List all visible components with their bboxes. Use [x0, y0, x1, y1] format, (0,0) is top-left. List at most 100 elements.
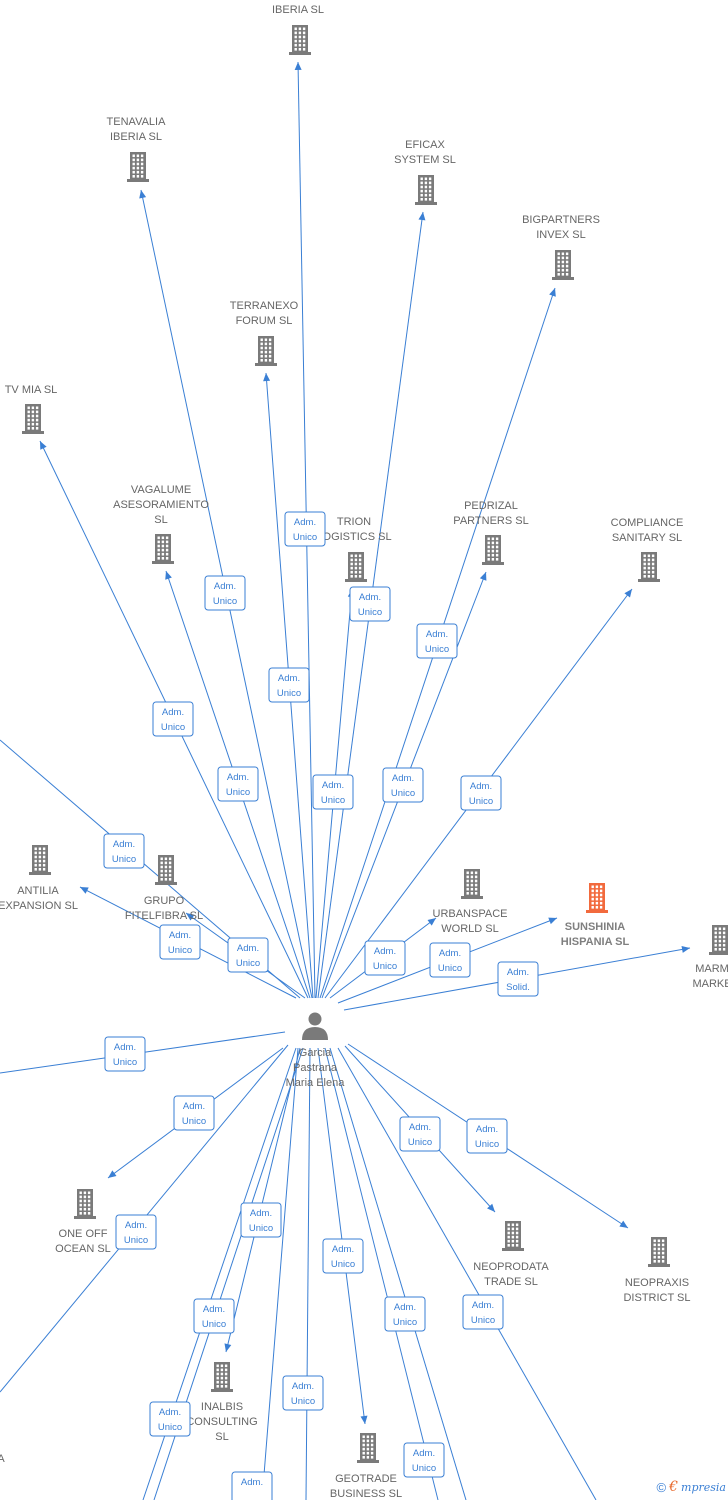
company-name[interactable]: OCEAN SL [55, 1243, 111, 1255]
role-badge[interactable]: Adm.Unico [217, 766, 259, 802]
role-badge[interactable]: Adm.Unico [268, 667, 310, 703]
company-node-pedrizal[interactable]: PEDRIZAL PARTNERS SL [453, 500, 529, 565]
company-name[interactable]: IBERIA SL [110, 131, 162, 143]
company-name[interactable]: BUSINESS SL [330, 1488, 402, 1500]
company-name[interactable]: ANTILIA [17, 885, 59, 897]
role-badge[interactable]: Adm.Unico [364, 940, 406, 976]
role-badge[interactable]: Adm.Unico [403, 1442, 445, 1478]
company-node-edge_a[interactable]: A [0, 1453, 5, 1465]
company-node-antilia[interactable]: ANTILIA EXPANSION SL [0, 845, 78, 912]
company-node-neoprodata[interactable]: NEOPRODATA TRADE SL [473, 1221, 549, 1288]
arrow-head-icon [108, 1170, 117, 1178]
role-badge[interactable]: Adm.Unico [312, 774, 354, 810]
company-name[interactable]: TERRANEXO [230, 300, 299, 312]
company-name[interactable]: SYSTEM SL [394, 154, 456, 166]
company-name[interactable]: TRION [337, 516, 371, 528]
company-node-eficax[interactable]: EFICAX SYSTEM SL [394, 139, 456, 205]
role-badge[interactable]: Adm.Unico [149, 1401, 191, 1437]
company-name[interactable]: MARM [695, 963, 728, 975]
role-badge[interactable]: Adm.Unico [466, 1118, 508, 1154]
company-node-tenavalia[interactable]: TENAVALIA IBERIA SL [107, 116, 167, 182]
company-name[interactable]: MARKE [692, 978, 728, 990]
company-name[interactable]: FITELFIBRA SL [125, 910, 203, 922]
person-name[interactable]: Pastrana [293, 1062, 338, 1074]
company-name[interactable]: INALBIS [201, 1401, 243, 1413]
company-name[interactable]: SUNSHINIA [565, 921, 626, 933]
role-badge[interactable]: Adm.Unico [322, 1238, 364, 1274]
company-name[interactable]: IBERIA SL [272, 4, 324, 16]
company-name[interactable]: FORUM SL [236, 315, 293, 327]
role-badge[interactable]: Adm.Unico [104, 1036, 146, 1072]
company-name[interactable]: TRADE SL [484, 1276, 538, 1288]
role-badge[interactable]: Adm.Unico [240, 1202, 282, 1238]
company-name[interactable]: PEDRIZAL [464, 500, 518, 512]
company-node-grupo[interactable]: GRUPO FITELFIBRA SL [125, 855, 203, 922]
role-badge[interactable]: Adm.Unico [152, 701, 194, 737]
company-name[interactable]: COMPLIANCE [611, 517, 684, 529]
company-node-urbanspace[interactable]: URBANSPACE WORLD SL [433, 869, 508, 935]
company-name[interactable]: SANITARY SL [612, 532, 682, 544]
company-node-sunshinia[interactable]: SUNSHINIA HISPANIA SL [561, 883, 630, 948]
role-badge[interactable]: Adm. [231, 1471, 273, 1500]
company-name[interactable]: URBANSPACE [433, 908, 508, 920]
company-node-compliance[interactable]: COMPLIANCE SANITARY SL [611, 517, 684, 582]
company-name[interactable]: EXPANSION SL [0, 900, 78, 912]
company-name[interactable]: NEOPRODATA [473, 1261, 549, 1273]
role-badge[interactable]: Adm.Unico [193, 1298, 235, 1334]
company-name[interactable]: HISPANIA SL [561, 936, 630, 948]
role-badge[interactable]: Adm.Unico [349, 586, 391, 622]
company-name[interactable]: DISTRICT SL [623, 1292, 690, 1304]
company-name[interactable]: A [0, 1453, 5, 1465]
company-name[interactable]: GRUPO [144, 895, 185, 907]
role-badge[interactable]: Adm.Solid. [497, 961, 539, 997]
company-name[interactable]: INVEX SL [536, 229, 586, 241]
company-node-oneoff[interactable]: ONE OFF OCEAN SL [55, 1189, 111, 1255]
company-name[interactable]: SL [154, 514, 167, 526]
role-badge[interactable]: Adm.Unico [173, 1095, 215, 1131]
role-badge[interactable]: Adm.Unico [204, 575, 246, 611]
company-node-iberia[interactable]: IBERIA SL [272, 4, 324, 55]
person-name[interactable]: Maria Elena [286, 1077, 346, 1089]
person-name[interactable]: Garcia [299, 1047, 332, 1059]
company-name[interactable]: WORLD SL [441, 923, 498, 935]
role-badge[interactable]: Adm.Unico [282, 1375, 324, 1411]
role-badge[interactable]: Adm.Unico [399, 1116, 441, 1152]
company-name[interactable]: ASESORAMIENTO [113, 499, 209, 511]
company-name[interactable]: ONE OFF [59, 1228, 108, 1240]
company-name[interactable]: GEOTRADE [335, 1473, 397, 1485]
company-name[interactable]: PARTNERS SL [453, 515, 528, 527]
company-name[interactable]: SL [215, 1431, 228, 1443]
company-node-trion[interactable]: TRION LOGISTICS SL [316, 516, 392, 582]
company-name[interactable]: BIGPARTNERS [522, 214, 600, 226]
company-node-geotrade[interactable]: GEOTRADE BUSINESS SL [330, 1433, 402, 1500]
building-icon [155, 855, 177, 885]
company-node-vagalume[interactable]: VAGALUME ASESORAMIENTO SL [113, 484, 209, 564]
role-badge[interactable]: Adm.Unico [429, 942, 471, 978]
company-node-bigpartners[interactable]: BIGPARTNERS INVEX SL [522, 214, 600, 280]
company-name[interactable]: TV MIA SL [5, 384, 58, 396]
company-name[interactable]: CONSULTING [186, 1416, 257, 1428]
role-badge[interactable]: Adm.Unico [284, 511, 326, 547]
role-badge[interactable]: Adm.Unico [384, 1296, 426, 1332]
building-icon [29, 845, 51, 875]
role-badge[interactable]: Adm.Unico [159, 924, 201, 960]
company-name[interactable]: NEOPRAXIS [625, 1277, 689, 1289]
role-badge[interactable]: Adm.Unico [460, 775, 502, 811]
role-badge[interactable]: Adm.Unico [115, 1214, 157, 1250]
company-name[interactable]: EFICAX [405, 139, 445, 151]
company-name[interactable]: LOGISTICS SL [316, 531, 391, 543]
company-node-tvmia[interactable]: TV MIA SL [5, 384, 58, 434]
role-badge[interactable]: Adm.Unico [103, 833, 145, 869]
company-name[interactable]: VAGALUME [131, 484, 191, 496]
company-node-inalbis[interactable]: INALBIS CONSULTING SL [186, 1362, 258, 1443]
role-badge[interactable]: Adm.Unico [382, 767, 424, 803]
company-node-neopraxis[interactable]: NEOPRAXIS DISTRICT SL [623, 1237, 691, 1304]
role-badge[interactable]: Adm.Unico [416, 623, 458, 659]
company-node-marm[interactable]: MARM MARKE [692, 925, 728, 990]
role-badge[interactable]: Adm.Unico [227, 937, 269, 973]
company-name[interactable]: TENAVALIA [107, 116, 167, 128]
role-badge-text: Unico [158, 1422, 182, 1433]
company-node-terranexo[interactable]: TERRANEXO FORUM SL [230, 300, 299, 366]
role-badge[interactable]: Adm.Unico [462, 1294, 504, 1330]
